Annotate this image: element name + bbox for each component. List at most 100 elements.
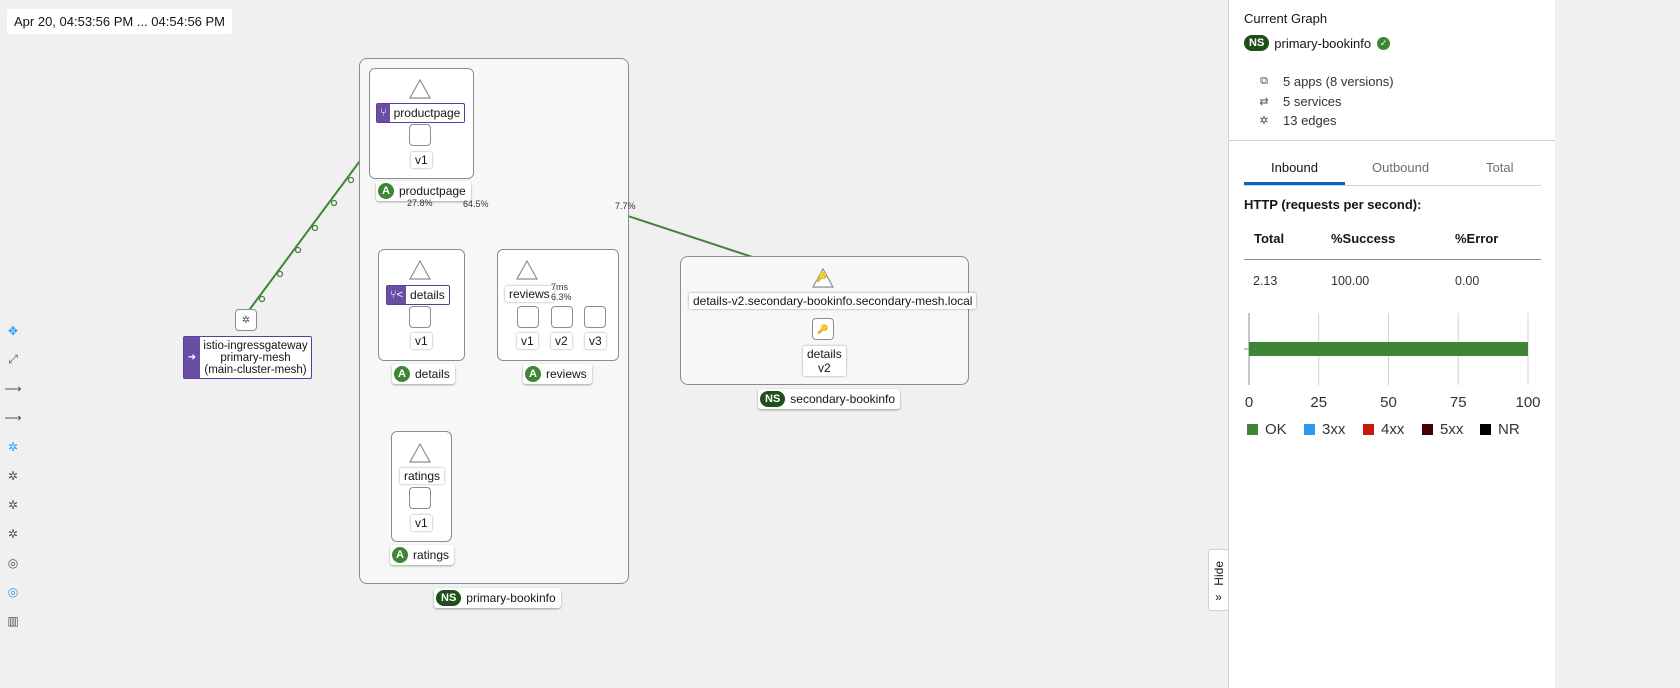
legend-label: OK: [1265, 421, 1287, 438]
fit-icon[interactable]: ⤢: [8, 352, 18, 366]
tick-label: 100: [1515, 394, 1540, 411]
table-header-total: Total: [1254, 231, 1285, 246]
legend-swatch: [1480, 424, 1491, 435]
service-triangle-icon[interactable]: [409, 260, 431, 280]
reviews-v3-label: v3: [585, 333, 606, 349]
legend-swatch: [1247, 424, 1258, 435]
service-triangle-icon[interactable]: [409, 443, 431, 463]
map-icon[interactable]: ▥: [7, 613, 19, 628]
edge-label-details: 27.8%: [407, 198, 433, 208]
legend-swatch: [1363, 424, 1374, 435]
legend-swatch: [1422, 424, 1433, 435]
table-cell-total: 2.13: [1253, 274, 1278, 288]
tick-label: 50: [1380, 394, 1397, 411]
table-cell-error: 0.00: [1455, 274, 1480, 288]
http-section-title: HTTP (requests per second):: [1244, 197, 1422, 212]
primary-namespace-label[interactable]: NS primary-bookinfo: [434, 588, 561, 608]
graph-canvas[interactable]: Apr 20, 04:53:56 PM ... 04:54:56 PM ⑂ pr…: [0, 0, 1327, 688]
tick-label: 25: [1310, 394, 1327, 411]
remote-service-label[interactable]: details-v2.secondary-bookinfo.secondary-…: [689, 293, 977, 309]
active-tab-indicator: [1244, 182, 1345, 185]
reviews-v3-node[interactable]: [584, 306, 606, 328]
reviews-v2-label: v2: [551, 333, 572, 349]
gateway-node[interactable]: ✲: [235, 309, 257, 331]
stat-apps: ⧉ 5 apps (8 versions): [1257, 74, 1394, 89]
clock-icon[interactable]: ◎: [7, 584, 19, 599]
table-header-success: %Success: [1331, 231, 1396, 246]
edge-label-reviews-pct: 6.3%: [551, 292, 572, 302]
legend-label: 3xx: [1322, 421, 1346, 438]
layout-icon[interactable]: ✲: [7, 439, 19, 454]
ratings-workload-node[interactable]: [409, 487, 431, 509]
edges-icon: ✲: [1259, 115, 1269, 127]
services-icon: ⇄: [1259, 96, 1269, 108]
branch-share-icon: ⑂<: [387, 286, 407, 304]
legend-item-ok: OK: [1247, 421, 1287, 438]
ratings-service-label[interactable]: ratings: [400, 468, 445, 484]
tick-label: 75: [1450, 394, 1467, 411]
edge-label-reviews: 64.5%: [463, 199, 489, 209]
productpage-app-label[interactable]: A productpage: [376, 181, 471, 201]
layout-icon[interactable]: ✲: [7, 497, 19, 512]
details-version-label: v1: [411, 333, 432, 349]
remote-service-triangle[interactable]: [812, 268, 834, 288]
legend-label: NR: [1498, 421, 1520, 438]
ratings-version-label: v1: [411, 515, 432, 531]
graph-toolbar: ✥ ⤢ ⟶ ⟶ ✲ ✲ ✲ ✲ ◎ ◎ ▥: [4, 316, 22, 635]
legend-label: 4xx: [1381, 421, 1405, 438]
layout-icon[interactable]: ✲: [7, 526, 19, 541]
reviews-v2-node[interactable]: [551, 306, 573, 328]
time-range-display: Apr 20, 04:53:56 PM ... 04:54:56 PM: [7, 9, 233, 34]
legend-item-nr: NR: [1480, 421, 1520, 438]
remote-app-label: details v2: [803, 346, 846, 376]
reviews-service-label[interactable]: reviews: [505, 286, 554, 302]
clock-icon[interactable]: ◎: [7, 555, 19, 570]
legend-item-4xx: 4xx: [1363, 421, 1404, 438]
app-badge: A: [392, 547, 408, 563]
stat-services: ⇄ 5 services: [1257, 94, 1341, 109]
details-service-tag[interactable]: ⑂< details: [386, 285, 450, 305]
tab-outbound[interactable]: Outbound: [1372, 160, 1430, 175]
app-badge: A: [394, 366, 410, 382]
move-icon[interactable]: ✥: [7, 323, 19, 338]
side-panel: Current Graph NS primary-bookinfo ✓ ⧉ 5 …: [1228, 0, 1555, 688]
legend-item-3xx: 3xx: [1304, 421, 1345, 438]
secondary-namespace-label[interactable]: NS secondary-bookinfo: [758, 389, 901, 409]
bar-ok[interactable]: [1249, 342, 1528, 356]
branch-icon: ⑂: [377, 104, 390, 122]
reviews-v1-node[interactable]: [517, 306, 539, 328]
productpage-service-tag[interactable]: ⑂ productpage: [376, 103, 466, 123]
app-badge: A: [378, 183, 394, 199]
hide-panel-button[interactable]: Hide »: [1208, 549, 1228, 611]
tab-inbound[interactable]: Inbound: [1271, 160, 1318, 175]
legend-item-5xx: 5xx: [1422, 421, 1463, 438]
arrow-icon[interactable]: ⟶: [4, 381, 22, 396]
apps-icon: ⧉: [1260, 75, 1268, 87]
details-app-label[interactable]: A details: [392, 364, 455, 384]
productpage-workload-node[interactable]: [409, 124, 431, 146]
service-triangle-icon[interactable]: [516, 260, 538, 280]
legend-swatch: [1304, 424, 1315, 435]
edge-label-reviews-ms: 7ms: [551, 282, 569, 292]
key-icon: 🔑: [816, 272, 828, 282]
background-strip: [1555, 0, 1680, 688]
table-header-error: %Error: [1455, 231, 1499, 246]
panel-divider: [1229, 140, 1555, 141]
gateway-label[interactable]: ➜ istio-ingressgateway primary-mesh (mai…: [183, 336, 312, 379]
service-triangle-icon[interactable]: [409, 79, 431, 99]
details-workload-node[interactable]: [409, 306, 431, 328]
remote-workload-node[interactable]: 🔑: [812, 318, 834, 340]
tab-total[interactable]: Total: [1486, 160, 1514, 175]
ratings-app-label[interactable]: A ratings: [390, 545, 455, 565]
arrow-icon[interactable]: ⟶: [4, 410, 22, 425]
key-icon: 🔑: [817, 323, 829, 334]
check-circle-icon: ✓: [1377, 36, 1391, 50]
reviews-app-label[interactable]: A reviews: [523, 364, 592, 384]
panel-namespace: NS primary-bookinfo ✓: [1244, 35, 1391, 51]
gateway-icon: ✲: [241, 314, 251, 326]
table-divider: [1244, 259, 1541, 260]
double-chevron-right-icon: »: [1215, 590, 1222, 604]
productpage-version-label: v1: [411, 152, 432, 168]
layout-icon[interactable]: ✲: [7, 468, 19, 483]
